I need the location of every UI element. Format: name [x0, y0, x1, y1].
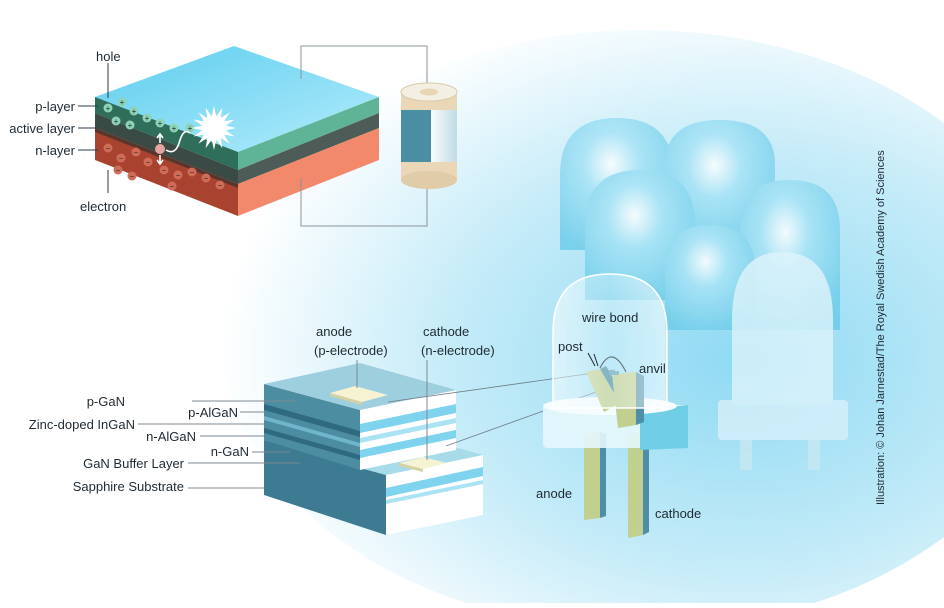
circuit-wire-bottom [300, 178, 428, 227]
svg-text:+: + [145, 114, 150, 123]
electron-particle: − [127, 171, 137, 181]
electron-particle: − [143, 157, 153, 167]
label-post: post [558, 339, 583, 354]
anode-pad [330, 386, 388, 402]
pn-block-top-face [95, 46, 379, 152]
electrons-group: −−−−−−−−−−−− [103, 143, 225, 191]
photon-burst-icon [192, 106, 236, 150]
svg-text:−: − [106, 144, 111, 153]
label-anode-title: anode [316, 324, 352, 339]
label-zinc-doped-ingan: Zinc-doped InGaN [29, 417, 135, 432]
battery-icon [400, 82, 458, 189]
label-gan-buffer: GaN Buffer Layer [83, 456, 185, 471]
label-n-algan: n-AlGaN [146, 429, 196, 444]
led-bulb-bg-white [718, 252, 848, 470]
electron-particle: − [187, 167, 197, 177]
active-layer-front [95, 113, 238, 184]
label-sapphire-substrate: Sapphire Substrate [73, 479, 184, 494]
svg-text:−: − [218, 181, 223, 190]
active-layer-right [238, 113, 379, 184]
label-cathode-title: cathode [423, 324, 469, 339]
label-n-gan: n-GaN [211, 444, 249, 459]
hole-particle: + [117, 97, 127, 107]
label-electron: electron [80, 199, 126, 214]
label-anode-electrode: (p-electrode) [314, 343, 388, 358]
hole-particle: + [103, 103, 113, 113]
label-active-layer: active layer [9, 121, 75, 136]
holes-group: +++++++++ [103, 97, 195, 133]
svg-text:−: − [130, 172, 135, 181]
label-wire-bond: wire bond [581, 310, 638, 325]
svg-text:−: − [176, 171, 181, 180]
background-led-bulbs [560, 118, 848, 470]
svg-text:+: + [172, 124, 177, 133]
svg-text:−: − [119, 154, 124, 163]
n-layer-right [238, 128, 379, 216]
svg-text:−: − [134, 148, 139, 157]
svg-text:+: + [120, 98, 125, 107]
substrate-front [264, 440, 386, 535]
label-led-cathode: cathode [655, 506, 701, 521]
label-hole: hole [96, 49, 121, 64]
svg-text:+: + [114, 117, 119, 126]
electron-particle: − [131, 147, 141, 157]
svg-text:−: − [190, 168, 195, 177]
svg-text:−: − [162, 166, 167, 175]
upper-stack-top [264, 363, 456, 410]
svg-text:+: + [132, 107, 137, 116]
hole-particle: + [125, 120, 135, 130]
panel-c-led-package: wire bond post anvil anode cathode [536, 273, 701, 538]
electron-particle: − [103, 143, 113, 153]
svg-text:+: + [106, 104, 111, 113]
electron-particle: − [159, 165, 169, 175]
electron-particle: − [173, 170, 183, 180]
svg-text:−: − [204, 174, 209, 183]
panel-b-chip-layers: p-GaN p-AlGaN Zinc-doped InGaN n-AlGaN n… [29, 324, 636, 535]
hole-particle: + [155, 118, 165, 128]
hole-particle: + [111, 116, 121, 126]
hole-particle: + [142, 113, 152, 123]
label-p-algan: p-AlGaN [188, 405, 238, 420]
label-cathode-electrode: (n-electrode) [421, 343, 495, 358]
label-n-layer: n-layer [35, 143, 75, 158]
p-layer-front [95, 97, 238, 170]
panel-a-pn-junction: +++++++++ −−−−−−−−−−−− hole p-layer acti… [9, 45, 458, 227]
panel-b-leader-lines [138, 360, 428, 489]
panel-c-leader-lines [587, 352, 599, 367]
led-bulb-bg-5 [665, 225, 755, 330]
label-p-gan: p-GaN [87, 394, 125, 409]
electron-particle: − [167, 181, 177, 191]
electron-particle: − [113, 165, 123, 175]
svg-text:−: − [146, 158, 151, 167]
svg-text:+: + [188, 124, 193, 133]
label-anvil: anvil [639, 361, 666, 376]
svg-text:−: − [170, 182, 175, 191]
p-layer-right [238, 97, 379, 170]
electron-particle: − [201, 173, 211, 183]
hole-particle: + [185, 123, 195, 133]
circuit-wire [300, 45, 428, 84]
label-p-layer: p-layer [35, 99, 75, 114]
recombination-point [155, 144, 165, 154]
electron-particle: − [116, 153, 126, 163]
svg-text:−: − [116, 166, 121, 175]
led-dome [552, 273, 668, 409]
label-led-anode: anode [536, 486, 572, 501]
panel-a-leader-lines [78, 63, 109, 193]
hole-particle: + [129, 106, 139, 116]
credit-text: Illustration: © Johan Jarnestad/The Roya… [875, 150, 887, 505]
svg-text:+: + [158, 119, 163, 128]
electron-particle: − [215, 180, 225, 190]
hole-particle: + [169, 123, 179, 133]
svg-text:+: + [128, 121, 133, 130]
recombination-arrows [156, 130, 191, 166]
led-legs [584, 432, 649, 538]
